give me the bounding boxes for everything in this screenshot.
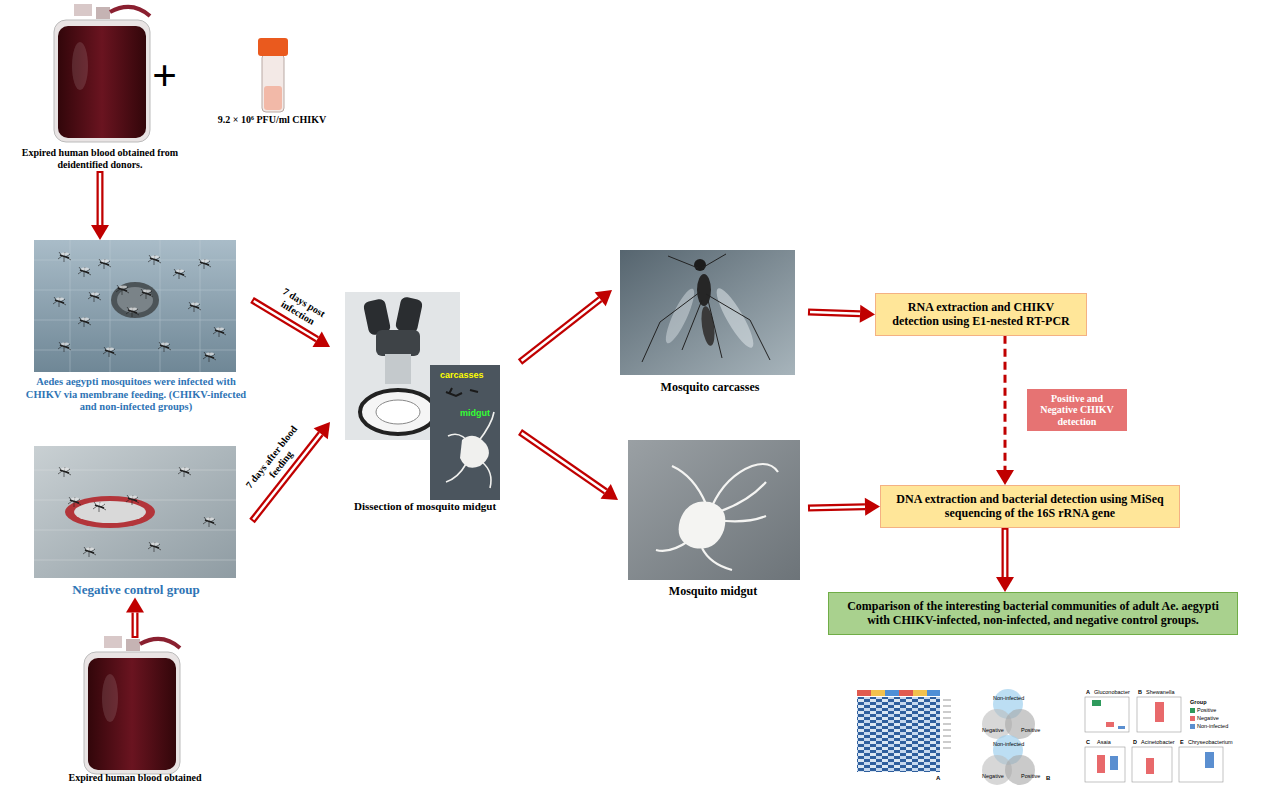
node-text: Comparison of the interesting bacterial … [837, 599, 1229, 628]
panel-letter: B [1046, 775, 1050, 782]
arrow-shaft [520, 432, 606, 491]
panel-letter: E [1180, 739, 1184, 745]
arrow-head [865, 498, 880, 516]
node-text: DNA extraction and bacterial detection u… [889, 492, 1171, 521]
node-text: Aedes aegypti mosquitoes were infected w… [20, 376, 252, 414]
photo-label: carcasses [440, 371, 484, 381]
arrow-head [91, 225, 109, 240]
panel-title: Chryseobacterium [1188, 739, 1233, 745]
arrow-shaft [132, 613, 139, 638]
panel-letter: C [1086, 739, 1090, 745]
control-photo: Negative control group [20, 446, 252, 598]
node-text: Dissection of mosquito midgut [330, 500, 520, 513]
edge-label: Positive and Negative CHIKV detection [1027, 389, 1127, 432]
venn-label: Non-infected [993, 741, 1024, 747]
flow-arrow [808, 498, 880, 516]
flow-arrow [808, 305, 875, 323]
node-text: Mosquito midgut [618, 584, 808, 598]
arrow-shaft-inner [810, 507, 865, 508]
venn-label: Non-infected [993, 695, 1024, 701]
carcass-photo: Mosquito carcasses [612, 250, 808, 394]
flow-arrow [91, 171, 109, 240]
blood-bag-caption: Expired human blood obtained [40, 638, 230, 784]
arrow-shaft-inner [522, 299, 601, 361]
arrow-shaft-inner [99, 173, 102, 225]
node-text: Mosquito carcasses [612, 380, 808, 394]
flow-arrow [126, 598, 144, 638]
arrow-shaft [520, 299, 600, 362]
arrow-head [860, 305, 875, 323]
plus-sign: + [152, 52, 177, 100]
legend-text: Negative [1197, 715, 1219, 721]
microscope-photo: Dissection of mosquito midgut [330, 292, 520, 513]
node-text: Negative control group [20, 582, 252, 598]
panel-title: Asaia [1097, 739, 1111, 745]
node-text: Expired human blood obtained from deiden… [5, 147, 195, 171]
panel-letter: A [1086, 689, 1090, 695]
infection-photo: Aedes aegypti mosquitoes were infected w… [20, 240, 252, 414]
node-text: RNA extraction and CHIKV detection using… [884, 300, 1078, 329]
arrow-shaft [97, 171, 104, 225]
process-box: DNA extraction and bacterial detection u… [880, 485, 1180, 528]
legend-text: Positive [1197, 707, 1216, 713]
flow-arrow [520, 290, 612, 362]
node-text: Expired human blood obtained [40, 772, 230, 784]
legend-swatch [1190, 716, 1195, 721]
result-box: Comparison of the interesting bacterial … [828, 592, 1238, 635]
venn-label: Positive [1021, 727, 1040, 733]
venn-label: Negative [982, 773, 1004, 779]
arrow-shaft [808, 312, 860, 314]
arrow-shaft [1002, 528, 1009, 577]
venn-label: Negative [982, 727, 1004, 733]
dashed-line [1004, 336, 1007, 470]
arrow-shaft [808, 507, 865, 508]
legend-text: Non-infected [1197, 723, 1228, 729]
flow-arrow [996, 336, 1014, 485]
panel-letter: B [1138, 689, 1142, 695]
flow-arrow [520, 432, 618, 500]
panel-title: Acinetobacter [1141, 739, 1175, 745]
panel-letter: D [1133, 739, 1137, 745]
legend-title: Group [1190, 699, 1207, 705]
arrow-head [126, 598, 144, 613]
panel-title: Shewanella [1146, 689, 1174, 695]
process-box: RNA extraction and CHIKV detection using… [875, 293, 1087, 336]
arrow-shaft-inner [810, 312, 860, 314]
arrow-shaft-inner [522, 433, 606, 491]
venn-label: Positive [1021, 773, 1040, 779]
node-text: 9.2 × 10⁶ PFU/ml CHIKV [212, 114, 332, 126]
arrow-shaft-inner [1004, 530, 1007, 577]
edge-label: 7 days after blood feeding [243, 422, 311, 499]
arrow-head [996, 470, 1014, 485]
photo-label: midgut [460, 409, 490, 419]
arrow-shaft-inner [134, 613, 137, 636]
panel-letter: A [936, 775, 940, 782]
arrow-head [996, 577, 1014, 592]
midgut-photo: Mosquito midgut [618, 440, 808, 598]
edge-label: 7 days post infection [261, 278, 340, 338]
panel-title: Gluconobacter [1094, 689, 1130, 695]
virus-vial-caption: 9.2 × 10⁶ PFU/ml CHIKV [212, 30, 332, 126]
flow-arrow [996, 528, 1014, 592]
legend-swatch [1190, 708, 1195, 713]
legend-swatch [1190, 724, 1195, 729]
